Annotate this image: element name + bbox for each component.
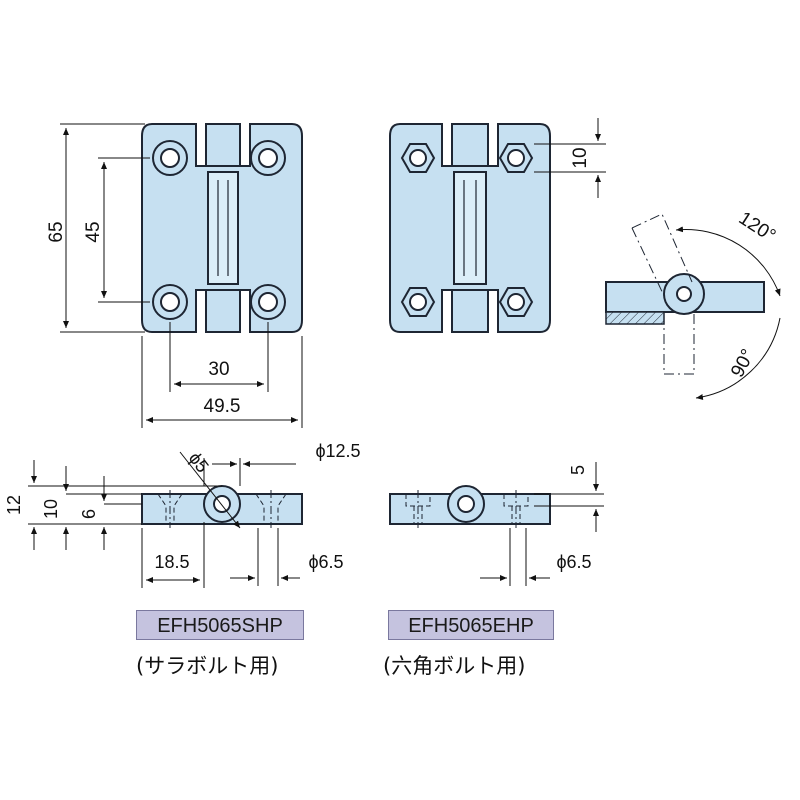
dim-10: 10 — [41, 499, 61, 519]
model-label-left: EFH5065SHP — [136, 610, 304, 640]
model-caption-right: (六角ボルト用) — [383, 654, 526, 678]
side-view-hex — [389, 485, 551, 528]
front-view-right-dimensions — [534, 118, 606, 198]
side-view-countersunk — [141, 485, 303, 528]
model-label-right: EFH5065EHP — [388, 610, 554, 640]
side-view-left-dimensions — [28, 451, 300, 588]
front-view-countersunk — [141, 123, 303, 333]
dim-45: 45 — [83, 221, 104, 242]
dim-angle-120: 120° — [735, 208, 779, 247]
dim-angle-90: 90° — [727, 346, 759, 381]
dim-phi-6-5-left: ϕ6.5 — [308, 552, 343, 572]
dim-5: 5 — [568, 465, 588, 475]
dim-phi-5: ϕ5 — [185, 448, 213, 476]
dim-18-5: 18.5 — [154, 552, 189, 572]
side-view-right-dimensions — [480, 462, 604, 586]
dim-12: 12 — [4, 495, 24, 515]
dim-phi-12-5: ϕ12.5 — [315, 441, 360, 461]
front-view-hex — [389, 123, 551, 333]
dim-6: 6 — [79, 509, 99, 519]
model-caption-left: (サラボルト用) — [136, 654, 279, 678]
dim-phi-6-5-right: ϕ6.5 — [556, 552, 591, 572]
rotation-view — [605, 213, 781, 400]
dim-49-5: 49.5 — [204, 396, 241, 417]
dim-10-hole-offset: 10 — [570, 147, 591, 168]
dim-30: 30 — [208, 359, 229, 380]
front-view-left-dimensions — [60, 123, 303, 428]
dim-65: 65 — [46, 221, 67, 242]
